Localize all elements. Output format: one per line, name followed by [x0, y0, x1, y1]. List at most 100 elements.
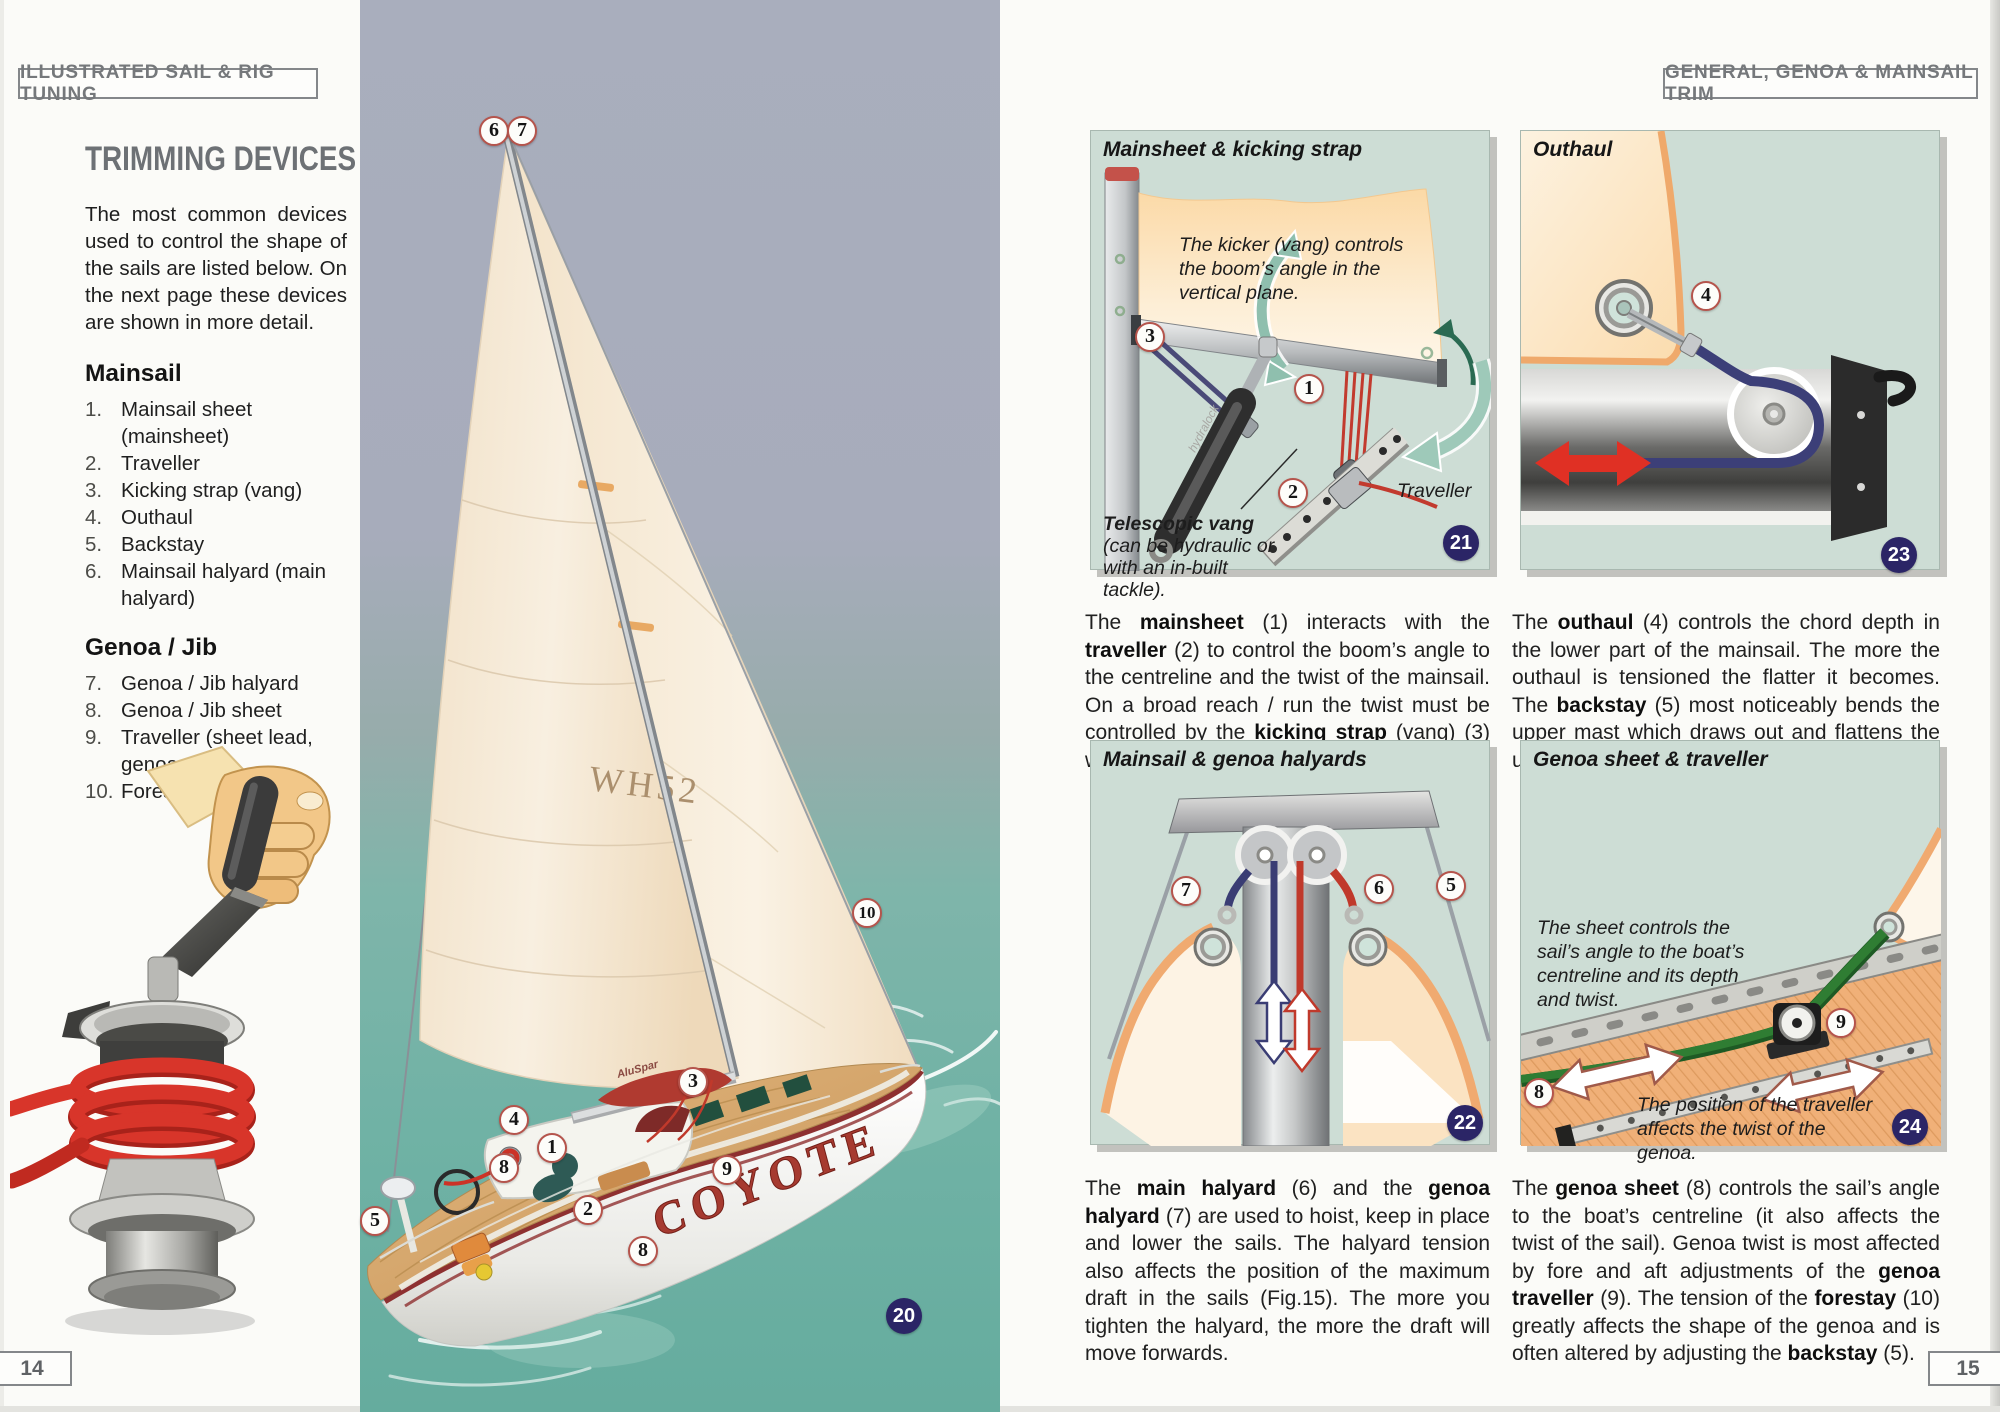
panel-title: Outhaul	[1533, 138, 1613, 161]
list-item: 4. Outhaul	[85, 504, 347, 531]
hoist-lower-arrow	[1282, 986, 1322, 1074]
item-number: 10.	[85, 780, 114, 803]
radar-dome	[380, 1176, 416, 1200]
track-holes	[1269, 435, 1401, 553]
callout-marker: 6	[1364, 874, 1394, 904]
item-number: 6.	[85, 560, 103, 583]
list-item: 6. Mainsail halyard (main halyard)	[85, 558, 347, 612]
page-edge-bottom	[0, 1406, 2000, 1412]
item-label: Outhaul	[121, 506, 193, 529]
genoa-traveller-car	[1766, 1003, 1830, 1060]
gas-canister	[475, 1263, 493, 1281]
sail-leech-edge	[1521, 131, 1685, 366]
callout-marker: 9	[712, 1155, 742, 1185]
callout-marker: 2	[1278, 478, 1308, 508]
item-label: Genoa / Jib sheet	[121, 699, 282, 722]
mast	[1104, 172, 1140, 571]
callout-marker: 1	[1294, 374, 1324, 404]
boat-illustration: WH52 COYOTE	[360, 0, 1000, 1412]
toe-rail	[1521, 933, 1941, 1062]
item-number: 1.	[85, 398, 103, 421]
page-number-value: 15	[1956, 1356, 1980, 1380]
callout-marker: 1	[537, 1133, 567, 1163]
forestay-line	[512, 142, 919, 1069]
mainsail-heading: Mainsail	[85, 360, 182, 387]
right-header-label: GENERAL, GENOA & MAINSAIL TRIM	[1665, 61, 1974, 105]
mainsail-head-ring	[1348, 927, 1388, 967]
figure-badge: 20	[886, 1298, 922, 1334]
boom-end-bracket	[1831, 355, 1887, 541]
rope-tail	[10, 1082, 86, 1117]
traveller-note: The position of the traveller affects th…	[1637, 1094, 1873, 1164]
list-item: 3.Kicking strap (vang)	[85, 477, 347, 504]
item-number: 3.	[85, 479, 103, 502]
panel-mainsheet-kicker: hydralock Mainsheet & kicking strap The …	[1090, 130, 1491, 601]
leader-line	[1240, 448, 1298, 510]
vang-eye	[1149, 539, 1173, 563]
winch-handle-arm	[160, 887, 268, 977]
halyard-shackle	[1217, 905, 1237, 925]
callout-marker: 5	[1436, 871, 1466, 901]
mainsail-foot	[1138, 188, 1443, 370]
list-item: 8. Genoa / Jib sheet	[85, 697, 347, 724]
sheet-direction-arrow	[1550, 1042, 1684, 1101]
caption-halyards: The main halyard (6) and the genoa halya…	[1085, 1177, 1490, 1365]
item-number: 2.	[85, 452, 103, 475]
intro-paragraph: The most common devices used to control …	[85, 203, 347, 334]
page-number-value: 14	[20, 1356, 44, 1380]
rope-tail	[10, 1137, 90, 1189]
fore-aft-arrow	[1535, 441, 1651, 486]
sheet-note: The sheet controls the sail’s angle to t…	[1537, 917, 1745, 1011]
panel-title: Mainsail & genoa halyards	[1103, 748, 1367, 771]
winch-handle-grip	[222, 776, 279, 893]
callout-marker: 3	[678, 1067, 708, 1097]
bow-pulpit	[879, 1064, 921, 1074]
panel-genoa-sheet: Genoa sheet & traveller The sheet contro…	[1520, 740, 1941, 1164]
callout-marker: 9	[1826, 1008, 1856, 1038]
item-label: Genoa / Jib halyard	[121, 672, 299, 695]
hoist-lower-arrow	[1254, 978, 1294, 1066]
deck-hatch	[782, 1074, 812, 1098]
item-number: 7.	[85, 672, 103, 695]
genoa-head-ring	[1193, 927, 1233, 967]
stern-rail	[379, 1200, 495, 1260]
genoa-head	[1105, 927, 1241, 1146]
backstay-line	[1419, 806, 1491, 1042]
kicker-note: The kicker (vang) controls the boom’s an…	[1179, 234, 1404, 304]
panel-title: Mainsheet & kicking strap	[1103, 138, 1363, 161]
item-number: 4.	[85, 506, 103, 529]
masthead-plate	[1168, 790, 1440, 834]
panel-badge: 22	[1447, 1105, 1483, 1141]
panel-badge: 23	[1881, 537, 1917, 573]
list-item: 7. Genoa / Jib halyard	[85, 670, 347, 697]
left-page-header: ILLUSTRATED SAIL & RIG TUNING	[18, 62, 318, 105]
callout-marker: 6	[479, 116, 509, 146]
panel-halyards: Mainsail & genoa halyards 7 6 5 22	[1090, 740, 1491, 1146]
callout-marker: 7	[507, 116, 537, 146]
clew-ring	[1595, 279, 1653, 337]
item-label: Traveller	[121, 452, 200, 475]
winch-drum	[10, 1000, 256, 1310]
mainsheet-ropes	[1339, 370, 1373, 480]
traveller-label: Traveller	[1397, 480, 1472, 502]
item-number: 8.	[85, 699, 103, 722]
callout-marker: 7	[1171, 876, 1201, 906]
item-label: Mainsail halyard (main halyard)	[121, 560, 327, 610]
page-number-right: 15	[1928, 1351, 2000, 1386]
boom-swing-arrow-big	[1428, 359, 1491, 459]
rigging-rope	[677, 1079, 714, 1141]
traveller-direction-arrow	[1761, 1057, 1885, 1114]
item-label: Backstay	[121, 533, 205, 556]
handle-socket	[147, 956, 179, 1002]
item-number: 9.	[85, 726, 103, 749]
telescopic-vang-label: Telescopic vang (can be hydraulic or wit…	[1103, 513, 1275, 601]
boom-swing-arrow-small	[1441, 326, 1476, 386]
page-edge-right	[1990, 0, 2000, 1412]
callout-marker: 4	[499, 1105, 529, 1135]
stern-pole	[396, 1195, 418, 1253]
list-item: 1.Mainsail sheet (mainsheet)	[85, 396, 347, 450]
page-edge-left	[0, 0, 4, 1412]
callout-marker: 8	[1524, 1078, 1554, 1108]
traveller-control-line	[1358, 481, 1438, 509]
